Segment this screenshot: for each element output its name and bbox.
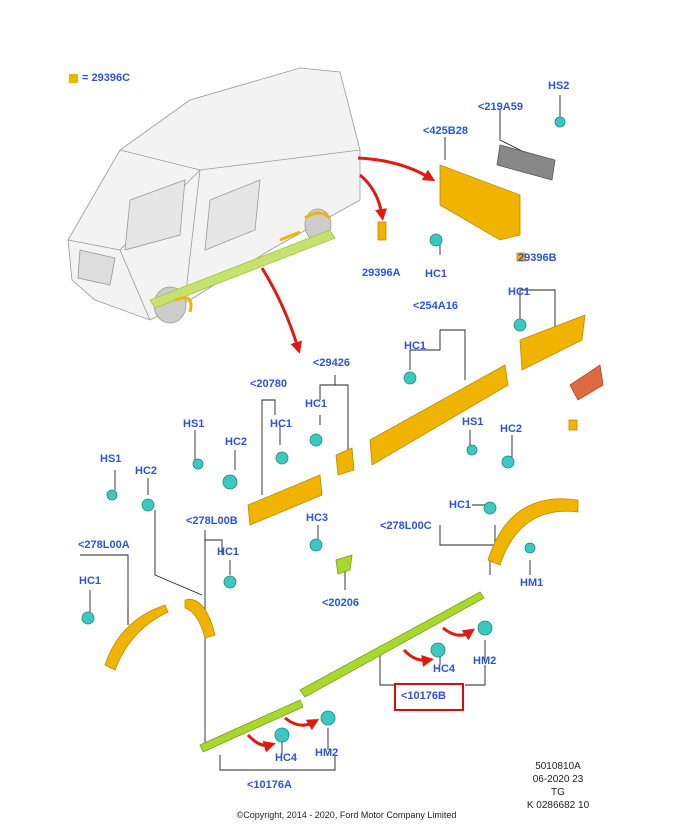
label-29396b: 29396B (518, 252, 557, 264)
label-278l00b: <278L00B (186, 515, 238, 527)
drawing-metadata: 5010810A 06-2020 23 TG K 0286682 10 (520, 760, 596, 812)
label-hc1-bracket: HC1 (425, 268, 448, 280)
label-hs1-left: HS1 (100, 453, 122, 465)
label-20206: <20206 (322, 597, 360, 609)
copyright-notice: ©Copyright, 2014 - 2020, Ford Motor Comp… (236, 810, 457, 820)
mud-flap (569, 364, 604, 401)
rocker-strips (199, 554, 485, 753)
label-278l00c: <278L00C (380, 520, 432, 532)
label-hc1-254: HC1 (404, 340, 427, 352)
trim-parts (104, 164, 586, 671)
label-219a59: <219A59 (478, 101, 523, 113)
label-hc1-278b: HC1 (217, 546, 240, 558)
label-10176b: <10176B (401, 690, 446, 702)
label-hc1-278a: HC1 (79, 575, 102, 587)
meta-line-4: K 0286682 10 (526, 800, 590, 811)
legend-text: = 29396C (82, 72, 131, 84)
label-hc1-right: HC1 (449, 499, 472, 511)
highlight-box (394, 683, 464, 711)
callout-arrows (246, 156, 475, 753)
label-20780: <20780 (250, 378, 288, 390)
label-hm2-right: HM2 (473, 655, 497, 667)
label-hc1-29426: HC1 (305, 398, 328, 410)
meta-line-2: 06-2020 23 (532, 774, 584, 785)
label-29396a: 29396A (362, 267, 401, 279)
label-hc4-right: HC4 (433, 663, 456, 675)
label-254a16: <254A16 (413, 300, 458, 312)
label-hc2-mid: HC2 (225, 436, 248, 448)
label-hc3: HC3 (306, 512, 329, 524)
label-hs1-mid: HS1 (183, 418, 205, 430)
label-hm2-left: HM2 (315, 747, 339, 759)
label-278l00a: <278L00A (78, 539, 130, 551)
label-10176a: <10176A (247, 779, 292, 791)
label-hm1: HM1 (520, 577, 544, 589)
van-illustration (67, 67, 361, 324)
label-29426: <29426 (313, 357, 351, 369)
reinforcement-plate (496, 144, 556, 181)
label-425b28: <425B28 (423, 125, 468, 137)
color-legend: = 29396C (69, 72, 130, 84)
label-hc1-20780: HC1 (270, 418, 293, 430)
label-hc4-left: HC4 (275, 752, 298, 764)
label-hc1-b: HC1 (508, 286, 531, 298)
label-hs2: HS2 (548, 80, 570, 92)
legend-swatch (69, 73, 78, 83)
label-hs1-right: HS1 (462, 416, 484, 428)
label-hc2-left: HC2 (135, 465, 158, 477)
label-hc2-right: HC2 (500, 423, 523, 435)
clips (81, 116, 566, 743)
meta-line-3: TG (551, 787, 565, 798)
meta-line-1: 5010810A (535, 761, 581, 772)
